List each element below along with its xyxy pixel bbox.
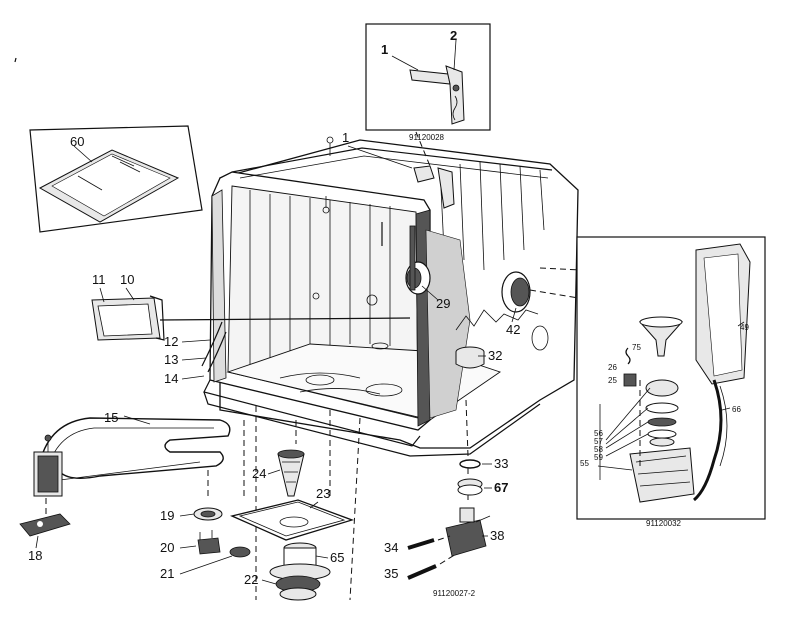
label-1: 1 <box>342 130 349 145</box>
code-inset-right: 91120032 <box>646 519 682 528</box>
label-60: 60 <box>70 134 84 149</box>
part-18 <box>19 513 71 537</box>
label-66: 66 <box>732 405 741 414</box>
label-56: 56 <box>594 429 603 438</box>
inset-right-box <box>576 236 766 520</box>
label-14: 14 <box>164 371 178 386</box>
label-75: 75 <box>632 343 641 352</box>
label-10: 10 <box>120 272 134 287</box>
part-20 <box>197 530 221 555</box>
part-24-filter <box>277 449 305 497</box>
part-22-pump <box>275 575 321 601</box>
part-38-valve <box>445 507 491 557</box>
label-67: 67 <box>494 480 508 495</box>
label-11: 11 <box>92 272 106 287</box>
label-15: 15 <box>104 410 118 425</box>
label-49: 49 <box>740 323 749 332</box>
label-25: 25 <box>608 376 617 385</box>
label-65: 65 <box>330 550 344 565</box>
part-33-ring <box>459 459 481 469</box>
label-26: 26 <box>608 363 617 372</box>
label-42: 42 <box>506 322 520 337</box>
label-12: 12 <box>164 334 178 349</box>
label-24: 24 <box>252 466 266 481</box>
dishwasher-tub <box>201 136 579 457</box>
part-21 <box>229 546 251 558</box>
label-19: 19 <box>160 508 174 523</box>
label-57: 57 <box>594 437 603 446</box>
label-21: 21 <box>160 566 174 581</box>
label-33: 33 <box>494 456 508 471</box>
stray-mark <box>14 57 17 63</box>
part-19 <box>193 507 223 521</box>
label-23: 23 <box>316 486 330 501</box>
part-23-cover <box>229 499 355 541</box>
leader-11-10 <box>159 317 411 321</box>
label-34: 34 <box>384 540 398 555</box>
part-34 <box>407 538 435 550</box>
part-65-sump <box>269 542 331 581</box>
label-32: 32 <box>488 348 502 363</box>
label-58: 58 <box>594 445 603 454</box>
part-11-10-seal <box>91 295 165 341</box>
part-15-heater <box>33 417 231 497</box>
label-35: 35 <box>384 566 398 581</box>
label-22: 22 <box>244 572 258 587</box>
inset-left-box <box>29 125 203 233</box>
label-38: 38 <box>490 528 504 543</box>
label-2-inset: 2 <box>450 28 457 43</box>
code-main: 91120027-2 <box>433 589 476 598</box>
label-55: 55 <box>580 459 589 468</box>
code-inset-top: 91120028 <box>409 133 445 142</box>
part-35 <box>407 564 437 580</box>
label-20: 20 <box>160 540 174 555</box>
part-67-seal <box>457 478 483 496</box>
label-18: 18 <box>28 548 42 563</box>
label-29: 29 <box>436 296 450 311</box>
label-59: 59 <box>594 453 603 462</box>
label-1-inset: 1 <box>381 42 388 57</box>
inset-top-box <box>365 23 491 131</box>
label-13: 13 <box>164 352 178 367</box>
